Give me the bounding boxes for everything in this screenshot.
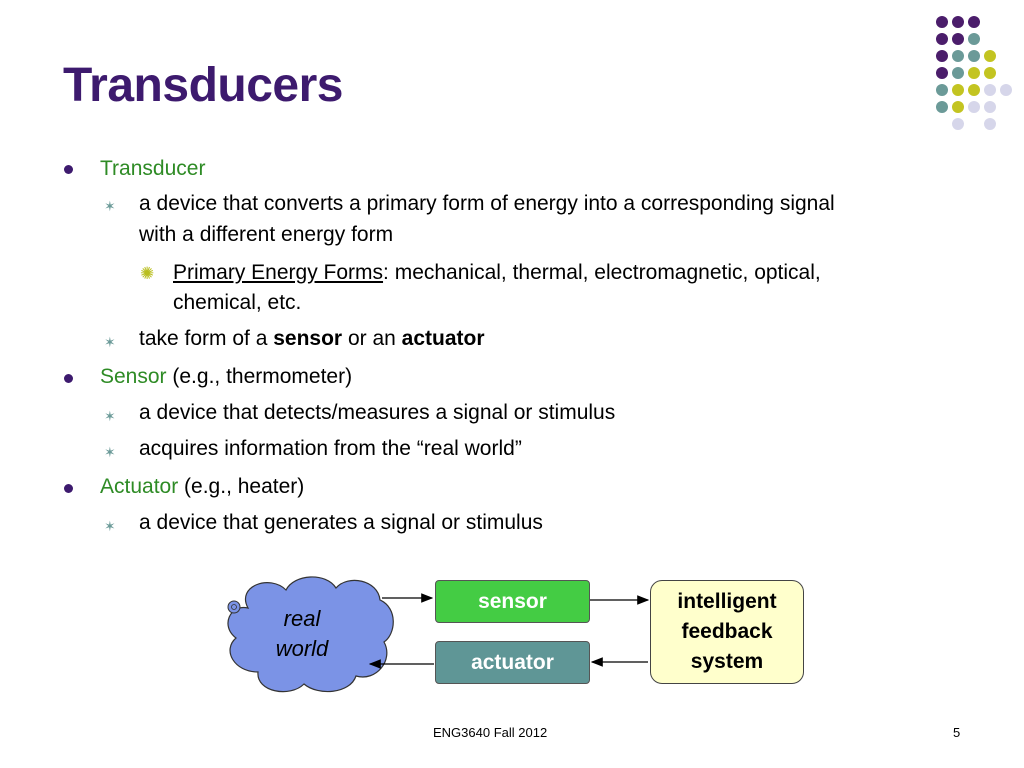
decorative-dot <box>984 67 996 79</box>
decorative-dot <box>952 16 964 28</box>
transducer-form-line: take form of a sensor or an actuator <box>139 324 485 354</box>
system-label-line1: intelligent <box>677 590 777 613</box>
footer-page-number: 5 <box>953 725 961 740</box>
asterisk-bullet-icon: ✶ <box>104 444 116 460</box>
decorative-dot <box>984 118 996 130</box>
asterisk-bullet-icon: ✶ <box>104 518 116 534</box>
decorative-dot <box>952 50 964 62</box>
asterisk-bullet-icon: ✶ <box>104 408 116 424</box>
form-text-actuator: actuator <box>401 327 485 350</box>
energy-forms-list: : mechanical, thermal, electromagnetic, … <box>383 261 821 284</box>
actuator-term: Actuator <box>100 475 179 498</box>
decorative-dot <box>936 50 948 62</box>
form-text-pre: take form of a <box>139 327 274 350</box>
sensor-real-world: acquires information from the “real worl… <box>139 437 522 460</box>
bullet-transducer-term: Transducer <box>100 157 206 180</box>
decorative-dot <box>968 101 980 113</box>
decorative-dot <box>936 33 948 45</box>
decorative-dot <box>952 33 964 45</box>
transducer-definition-line2: with a different energy form <box>139 223 394 246</box>
actuator-box: actuator <box>435 641 590 684</box>
form-text-sensor: sensor <box>273 327 343 350</box>
decorative-dot <box>936 101 948 113</box>
decorative-dot <box>984 84 996 96</box>
asterisk-bullet-icon: ✶ <box>104 334 116 350</box>
system-label-line3: system <box>690 650 764 673</box>
cloud-label-line1: real <box>283 606 321 631</box>
system-label-line2: feedback <box>681 620 773 643</box>
cloud-label: real world <box>262 604 342 664</box>
intelligent-feedback-system-box: intelligent feedback system <box>650 580 804 684</box>
decorative-dot <box>936 16 948 28</box>
footer-course: ENG3640 Fall 2012 <box>433 725 548 740</box>
form-text-mid: or an <box>342 327 402 350</box>
decorative-dot <box>968 16 980 28</box>
energy-forms-term: Primary Energy Forms <box>173 261 384 284</box>
sensor-term: Sensor <box>100 365 167 388</box>
transducer-definition-line1: a device that converts a primary form of… <box>139 192 835 215</box>
bullet-sensor: Sensor (e.g., thermometer) <box>100 362 352 392</box>
actuator-definition: a device that generates a signal or stim… <box>139 511 543 534</box>
asterisk-bullet-icon: ✶ <box>104 198 116 214</box>
decorative-dot <box>952 84 964 96</box>
slide-title: Transducers <box>63 59 343 112</box>
decorative-dot <box>1000 84 1012 96</box>
decorative-dot <box>968 67 980 79</box>
bullet-dot-icon <box>64 165 73 174</box>
bullet-dot-icon <box>64 374 73 383</box>
decorative-dot <box>952 101 964 113</box>
bullet-actuator: Actuator (e.g., heater) <box>100 472 304 502</box>
decorative-dot <box>968 50 980 62</box>
energy-forms-line1: Primary Energy Forms: mechanical, therma… <box>173 258 821 288</box>
sensor-definition: a device that detects/measures a signal … <box>139 401 616 424</box>
decorative-dot <box>968 84 980 96</box>
decorative-dot <box>952 67 964 79</box>
decorative-dot <box>936 84 948 96</box>
sensor-box: sensor <box>435 580 590 623</box>
bullet-dot-icon <box>64 484 73 493</box>
energy-forms-line2: chemical, etc. <box>173 291 302 314</box>
sunburst-bullet-icon: ✺ <box>140 264 155 283</box>
decorative-dot <box>968 33 980 45</box>
cloud-label-line2: world <box>275 636 329 661</box>
decorative-dot <box>936 67 948 79</box>
real-world-cloud <box>227 576 394 693</box>
actuator-example: (e.g., heater) <box>178 475 305 498</box>
decorative-dot <box>984 101 996 113</box>
decorative-dot <box>952 118 964 130</box>
sensor-example: (e.g., thermometer) <box>166 365 353 388</box>
decorative-dot <box>984 50 996 62</box>
